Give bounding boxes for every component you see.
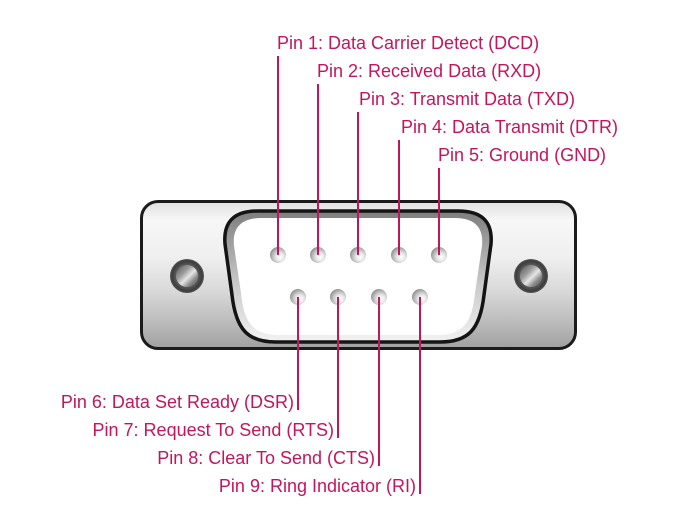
pin-3-label: Pin 3: Transmit Data (TXD) bbox=[359, 89, 576, 109]
pin-4-label: Pin 4: Data Transmit (DTR) bbox=[401, 117, 619, 137]
pin-8-label: Pin 8: Clear To Send (CTS) bbox=[157, 448, 375, 468]
pin-3 bbox=[350, 247, 366, 263]
pin-1-label: Pin 1: Data Carrier Detect (DCD) bbox=[277, 33, 540, 53]
pin-4 bbox=[391, 247, 407, 263]
screw-head-right-icon bbox=[520, 265, 542, 287]
pin-2 bbox=[310, 247, 326, 263]
pin-9-label: Pin 9: Ring Indicator (RI) bbox=[218, 476, 416, 496]
pin-5 bbox=[431, 247, 447, 263]
pin-4-leader-line bbox=[398, 140, 400, 255]
pin-7-label: Pin 7: Request To Send (RTS) bbox=[92, 420, 334, 440]
pin-9-leader-line bbox=[419, 297, 421, 494]
pin-7-leader-line bbox=[337, 297, 339, 438]
pin-1-leader-line bbox=[277, 56, 279, 255]
pin-1 bbox=[270, 247, 286, 263]
screw-hole-right bbox=[514, 259, 548, 293]
pin-8-leader-line bbox=[378, 297, 380, 466]
screw-head-left-icon bbox=[176, 265, 198, 287]
pin-5-leader-line bbox=[438, 168, 440, 255]
screw-hole-left bbox=[170, 259, 204, 293]
pin-6-label: Pin 6: Data Set Ready (DSR) bbox=[60, 392, 294, 412]
pin-5-label: Pin 5: Ground (GND) bbox=[438, 145, 607, 165]
pin-2-label: Pin 2: Received Data (RXD) bbox=[317, 61, 542, 81]
pin-2-leader-line bbox=[317, 84, 319, 255]
pin-6-leader-line bbox=[297, 297, 299, 410]
pin-3-leader-line bbox=[357, 112, 359, 255]
